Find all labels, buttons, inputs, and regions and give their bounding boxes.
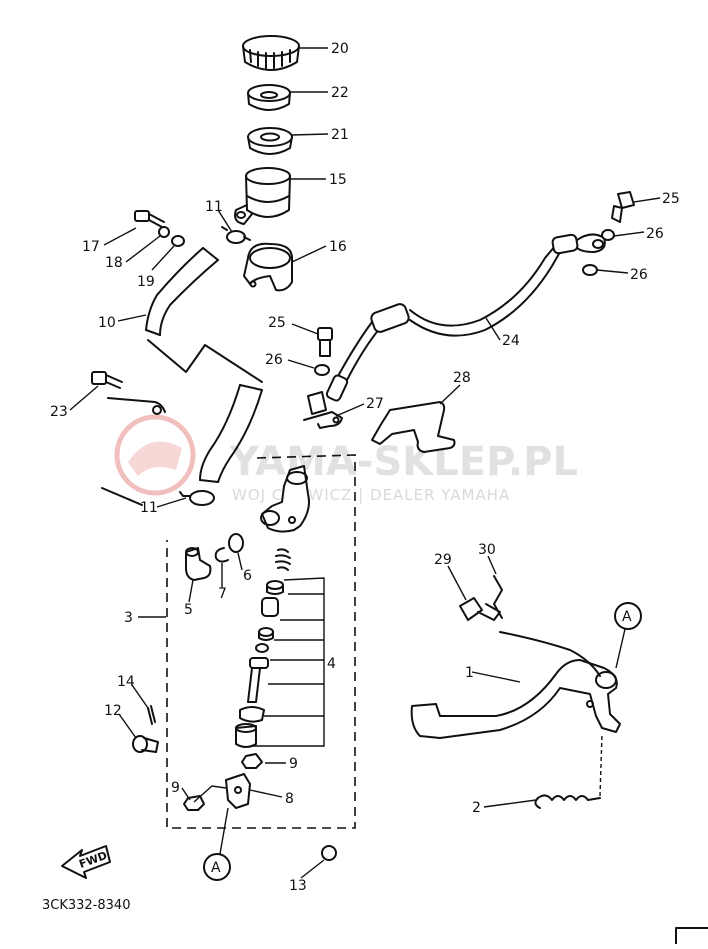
callout-7: 7 [218,586,227,602]
callout-27: 27 [366,396,384,412]
cylinder-kit [235,548,291,748]
callout-numbers: 20 22 21 15 16 11 17 18 19 10 25 26 25 2… [50,41,680,894]
callout-13: 13 [289,878,307,894]
diaphragm [247,127,293,155]
washer-18 [158,226,170,238]
callout-5: 5 [184,602,193,618]
union-bolt-middle [317,327,333,357]
gasket-26-lower-right [582,264,598,276]
callout-23: 23 [50,404,68,420]
return-spring-2 [534,733,603,809]
callout-20: 20 [331,41,349,57]
callout-9-right: 9 [289,756,298,772]
reference-mark-a-right: A [614,602,642,630]
callout-26-middle: 26 [265,352,283,368]
callout-25-middle: 25 [268,315,286,331]
bolt-17 [134,210,165,228]
reservoir-cap [242,35,300,71]
washer-13 [321,845,337,861]
forward-direction-arrow[interactable]: FWD [61,845,111,879]
hose-clamp-lower [179,490,215,506]
clevis-pin-12 [132,735,159,753]
callout-16: 16 [329,239,347,255]
nut-9-left [183,795,205,811]
reservoir-tank [234,167,291,225]
reservoir-bracket [243,242,293,292]
callout-25-right: 25 [662,191,680,207]
hose-joint-5 [185,547,212,581]
callout-14: 14 [117,674,135,690]
callout-26-upper-right: 26 [646,226,664,242]
callout-22: 22 [331,85,349,101]
diagram-code: 3CK332-8340 [42,898,130,913]
diaphragm-plate [247,84,291,111]
watermark-subtitle: WOJ CHOWICZ | DEALER YAMAHA [232,486,510,504]
master-cylinder-bracket [371,401,456,453]
gasket-26-middle [314,364,330,376]
watermark: YAMA-SKLEP.PL WOJ CHOWICZ | DEALER YAMAH… [114,414,578,504]
callout-1: 1 [465,665,474,681]
callout-2: 2 [472,800,481,816]
brake-hose [325,233,606,402]
callout-8: 8 [285,791,294,807]
leader-a-right [615,628,626,669]
nut-9-right [241,753,263,769]
frame-section [101,397,166,506]
callout-30: 30 [478,542,496,558]
callout-11-lower: 11 [140,500,158,516]
gasket-26-upper-right [601,229,615,241]
leader-lines [69,47,661,879]
bolt-23 [91,371,123,389]
callout-24: 24 [502,333,520,349]
callout-4: 4 [327,656,336,672]
hose-joint [303,391,343,429]
callout-6: 6 [243,568,252,584]
callout-26-lower-right: 26 [630,267,648,283]
callout-28: 28 [453,370,471,386]
callout-18: 18 [105,255,123,271]
callout-12: 12 [104,703,122,719]
cotter-pin-14 [147,705,156,725]
callout-21: 21 [331,127,349,143]
circlip-7 [214,547,229,563]
page-corner-mark [675,927,708,945]
callout-11-upper: 11 [205,199,223,215]
callout-17: 17 [82,239,100,255]
leader-a-lower [219,807,229,855]
hose-clamp-upper [221,226,251,244]
callout-19: 19 [137,274,155,290]
o-ring-6 [228,533,244,553]
callout-29: 29 [434,552,452,568]
callout-15: 15 [329,172,347,188]
brake-pedal [410,631,621,739]
union-bolt-right [611,191,635,223]
svg-text:A: A [211,860,221,876]
master-cylinder-assembly-outline [166,454,356,829]
callout-3: 3 [124,610,133,626]
callout-9-left: 9 [171,780,180,796]
watermark-brand: YAMA-SKLEP.PL [229,439,578,485]
spring-clip-30 [493,575,503,619]
washer-19 [171,235,185,247]
pivot-bolt-29 [459,597,501,621]
reservoir-hose [145,247,263,483]
watermark-helmet-icon [128,441,182,476]
watermark-logo-icon [114,414,196,496]
reference-mark-a-lower: A [203,853,231,881]
clevis-8 [225,773,251,809]
callout-10: 10 [98,315,116,331]
master-cylinder-body [260,465,310,533]
svg-text:A: A [622,609,632,625]
